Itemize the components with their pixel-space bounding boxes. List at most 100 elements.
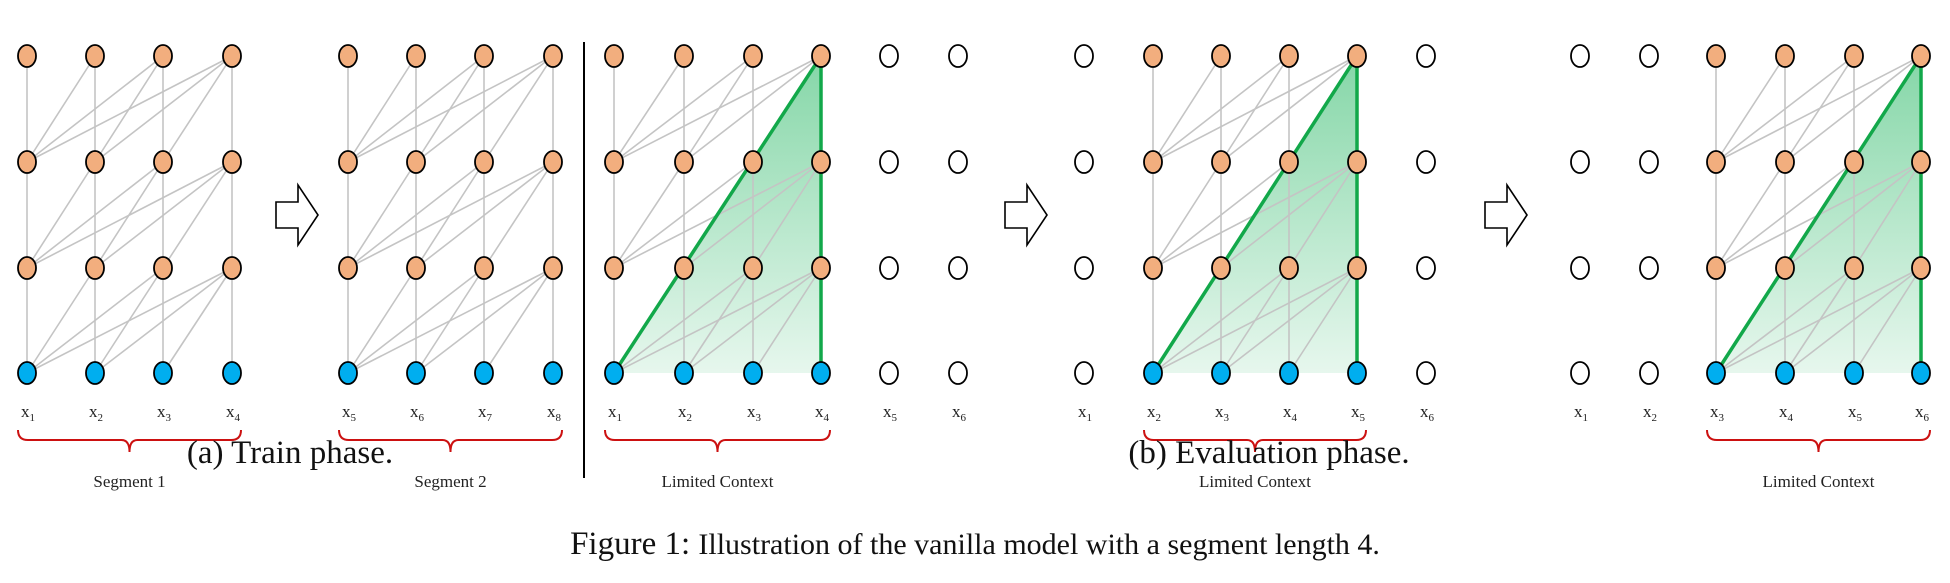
hidden-node <box>1416 150 1436 174</box>
attention-edge <box>613 55 822 163</box>
brace-label: Limited Context <box>1763 472 1875 491</box>
hidden-node <box>406 44 426 68</box>
hidden-node <box>1844 44 1864 68</box>
token-label: x3 <box>157 402 172 424</box>
token-label: x5 <box>342 402 357 424</box>
token-label: x6 <box>410 402 425 424</box>
token-label: x3 <box>1215 402 1230 424</box>
input-node <box>153 361 173 385</box>
token-subscript: 2 <box>1652 412 1658 424</box>
token-label: x1 <box>608 402 622 424</box>
hidden-node <box>1074 150 1094 174</box>
token-subscript: 3 <box>166 412 172 424</box>
context-edge-diagonal <box>612 55 823 374</box>
hidden-node <box>222 150 242 174</box>
attention-edge <box>162 267 233 374</box>
input-node <box>1416 361 1436 385</box>
hidden-node <box>743 44 763 68</box>
hidden-node <box>1279 150 1299 174</box>
hidden-node <box>1143 150 1163 174</box>
attention-edge <box>347 55 417 163</box>
token-label: x5 <box>883 402 898 424</box>
token-subscript: 6 <box>1924 412 1930 424</box>
hidden-node <box>1570 44 1590 68</box>
token-subscript: 1 <box>1583 412 1589 424</box>
hidden-node <box>1416 44 1436 68</box>
hidden-node <box>543 256 563 280</box>
attention-edge <box>347 161 417 269</box>
attention-edge <box>162 161 233 269</box>
input-node <box>1911 361 1931 385</box>
hidden-node <box>406 256 426 280</box>
hidden-node <box>1211 150 1231 174</box>
input-node <box>1570 361 1590 385</box>
input-node <box>85 361 105 385</box>
attention-edge <box>1784 267 1922 374</box>
hidden-node <box>1143 44 1163 68</box>
segment-brace <box>1706 429 1931 453</box>
hidden-node <box>338 150 358 174</box>
hidden-node <box>1775 44 1795 68</box>
hidden-node <box>674 150 694 174</box>
attention-edge <box>683 55 754 163</box>
token-subscript: 2 <box>687 412 693 424</box>
context-edge-diagonal <box>1714 55 1923 374</box>
attention-edge <box>26 267 96 374</box>
segment-brace <box>604 429 831 453</box>
input-node <box>1074 361 1094 385</box>
attention-edge <box>1715 55 1786 163</box>
input-node <box>1211 361 1231 385</box>
token-label: x4 <box>1779 402 1794 424</box>
hidden-node <box>338 256 358 280</box>
hidden-node <box>948 150 968 174</box>
figure-caption: Figure 1: Illustration of the vanilla mo… <box>570 526 1380 563</box>
token-label: x3 <box>1710 402 1725 424</box>
input-node <box>879 361 899 385</box>
hidden-node <box>811 44 831 68</box>
attention-edge <box>613 161 685 269</box>
hidden-node <box>1570 150 1590 174</box>
attention-edge <box>752 161 822 269</box>
hidden-node <box>1279 256 1299 280</box>
token-label: x5 <box>1351 402 1366 424</box>
token-label: x1 <box>1078 402 1092 424</box>
attention-edge <box>1220 55 1290 163</box>
attention-edge <box>94 267 164 374</box>
hidden-node <box>811 256 831 280</box>
hidden-node <box>1074 256 1094 280</box>
hidden-node <box>1844 256 1864 280</box>
token-label: x6 <box>1915 402 1930 424</box>
caption-text: Illustration of the vanilla model with a… <box>698 528 1380 561</box>
attention-edge <box>415 55 485 163</box>
hidden-node <box>1347 256 1367 280</box>
attention-edge <box>1853 267 1922 374</box>
token-subscript: 5 <box>1857 412 1863 424</box>
token-label: x4 <box>1283 402 1298 424</box>
hidden-node <box>1347 44 1367 68</box>
hidden-node <box>674 256 694 280</box>
input-node <box>1775 361 1795 385</box>
token-subscript: 1 <box>1087 412 1093 424</box>
hidden-node <box>1639 150 1659 174</box>
input-node <box>1143 361 1163 385</box>
token-subscript: 4 <box>1788 412 1794 424</box>
token-label: x1 <box>1574 402 1588 424</box>
token-subscript: 4 <box>1292 412 1298 424</box>
attention-edge <box>1784 161 1922 269</box>
attention-edge <box>347 267 417 374</box>
hidden-node <box>1211 44 1231 68</box>
hidden-node <box>17 150 37 174</box>
hidden-node <box>474 256 494 280</box>
input-node <box>474 361 494 385</box>
token-label: x4 <box>815 402 830 424</box>
hidden-node <box>1775 150 1795 174</box>
token-subscript: 3 <box>1224 412 1230 424</box>
brace-label: Limited Context <box>1199 472 1311 491</box>
attention-edge <box>483 267 554 374</box>
right-arrow-icon <box>1004 182 1048 248</box>
input-node <box>743 361 763 385</box>
hidden-node <box>948 256 968 280</box>
token-label: x6 <box>952 402 967 424</box>
